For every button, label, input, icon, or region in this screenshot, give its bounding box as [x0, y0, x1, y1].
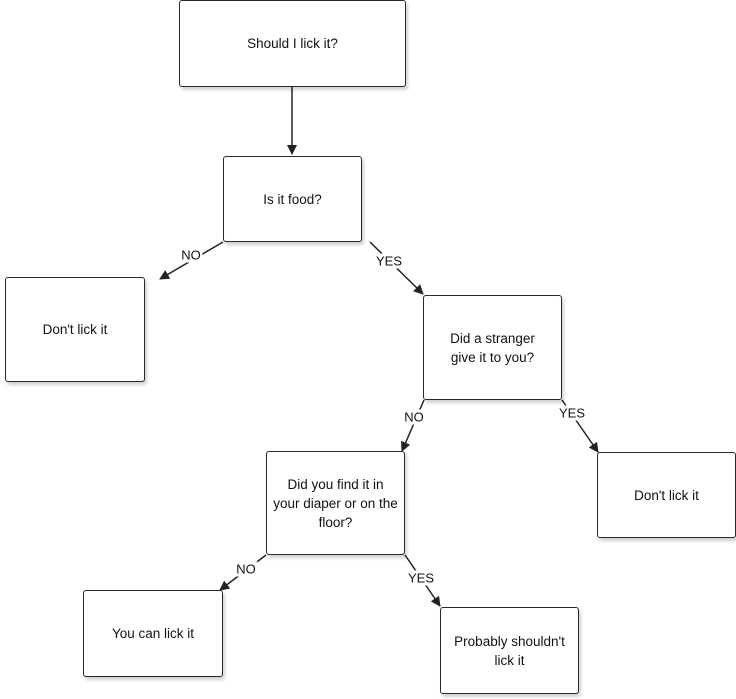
edge-label-food-no: NO: [180, 247, 202, 263]
node-label: Did a stranger give it to you?: [450, 330, 535, 365]
node-label: Did you find it in your diaper or on the…: [273, 476, 398, 530]
node-dont-lick-it-right: Don't lick it: [597, 452, 736, 538]
node-label: Don't lick it: [42, 322, 108, 337]
node-label: Don't lick it: [634, 487, 699, 503]
node-diaper-or-floor: Did you find it in your diaper or on the…: [266, 451, 405, 555]
edge-label-stranger-yes: YES: [557, 405, 587, 421]
node-label: You can lick it: [111, 626, 195, 641]
edge-stranger-no: [400, 399, 425, 452]
edge-label-floor-no: NO: [235, 561, 257, 577]
node-probably-shouldnt-lick-it: Probably shouldn't lick it: [440, 607, 579, 694]
edge-label-floor-yes: YES: [406, 570, 436, 586]
node-you-can-lick-it: You can lick it: [83, 590, 223, 677]
node-is-it-food: Is it food?: [223, 156, 362, 242]
edge-label-stranger-no: NO: [403, 409, 425, 425]
node-did-a-stranger-give-it: Did a stranger give it to you?: [423, 295, 562, 400]
node-dont-lick-it-left: Don't lick it: [5, 277, 145, 382]
edge-label-food-yes: YES: [374, 253, 404, 269]
node-label: Should I lick it?: [247, 36, 338, 51]
node-should-i-lick-it: Should I lick it?: [179, 0, 406, 87]
node-label: Probably shouldn't lick it: [454, 633, 565, 668]
node-label: Is it food?: [263, 191, 322, 207]
